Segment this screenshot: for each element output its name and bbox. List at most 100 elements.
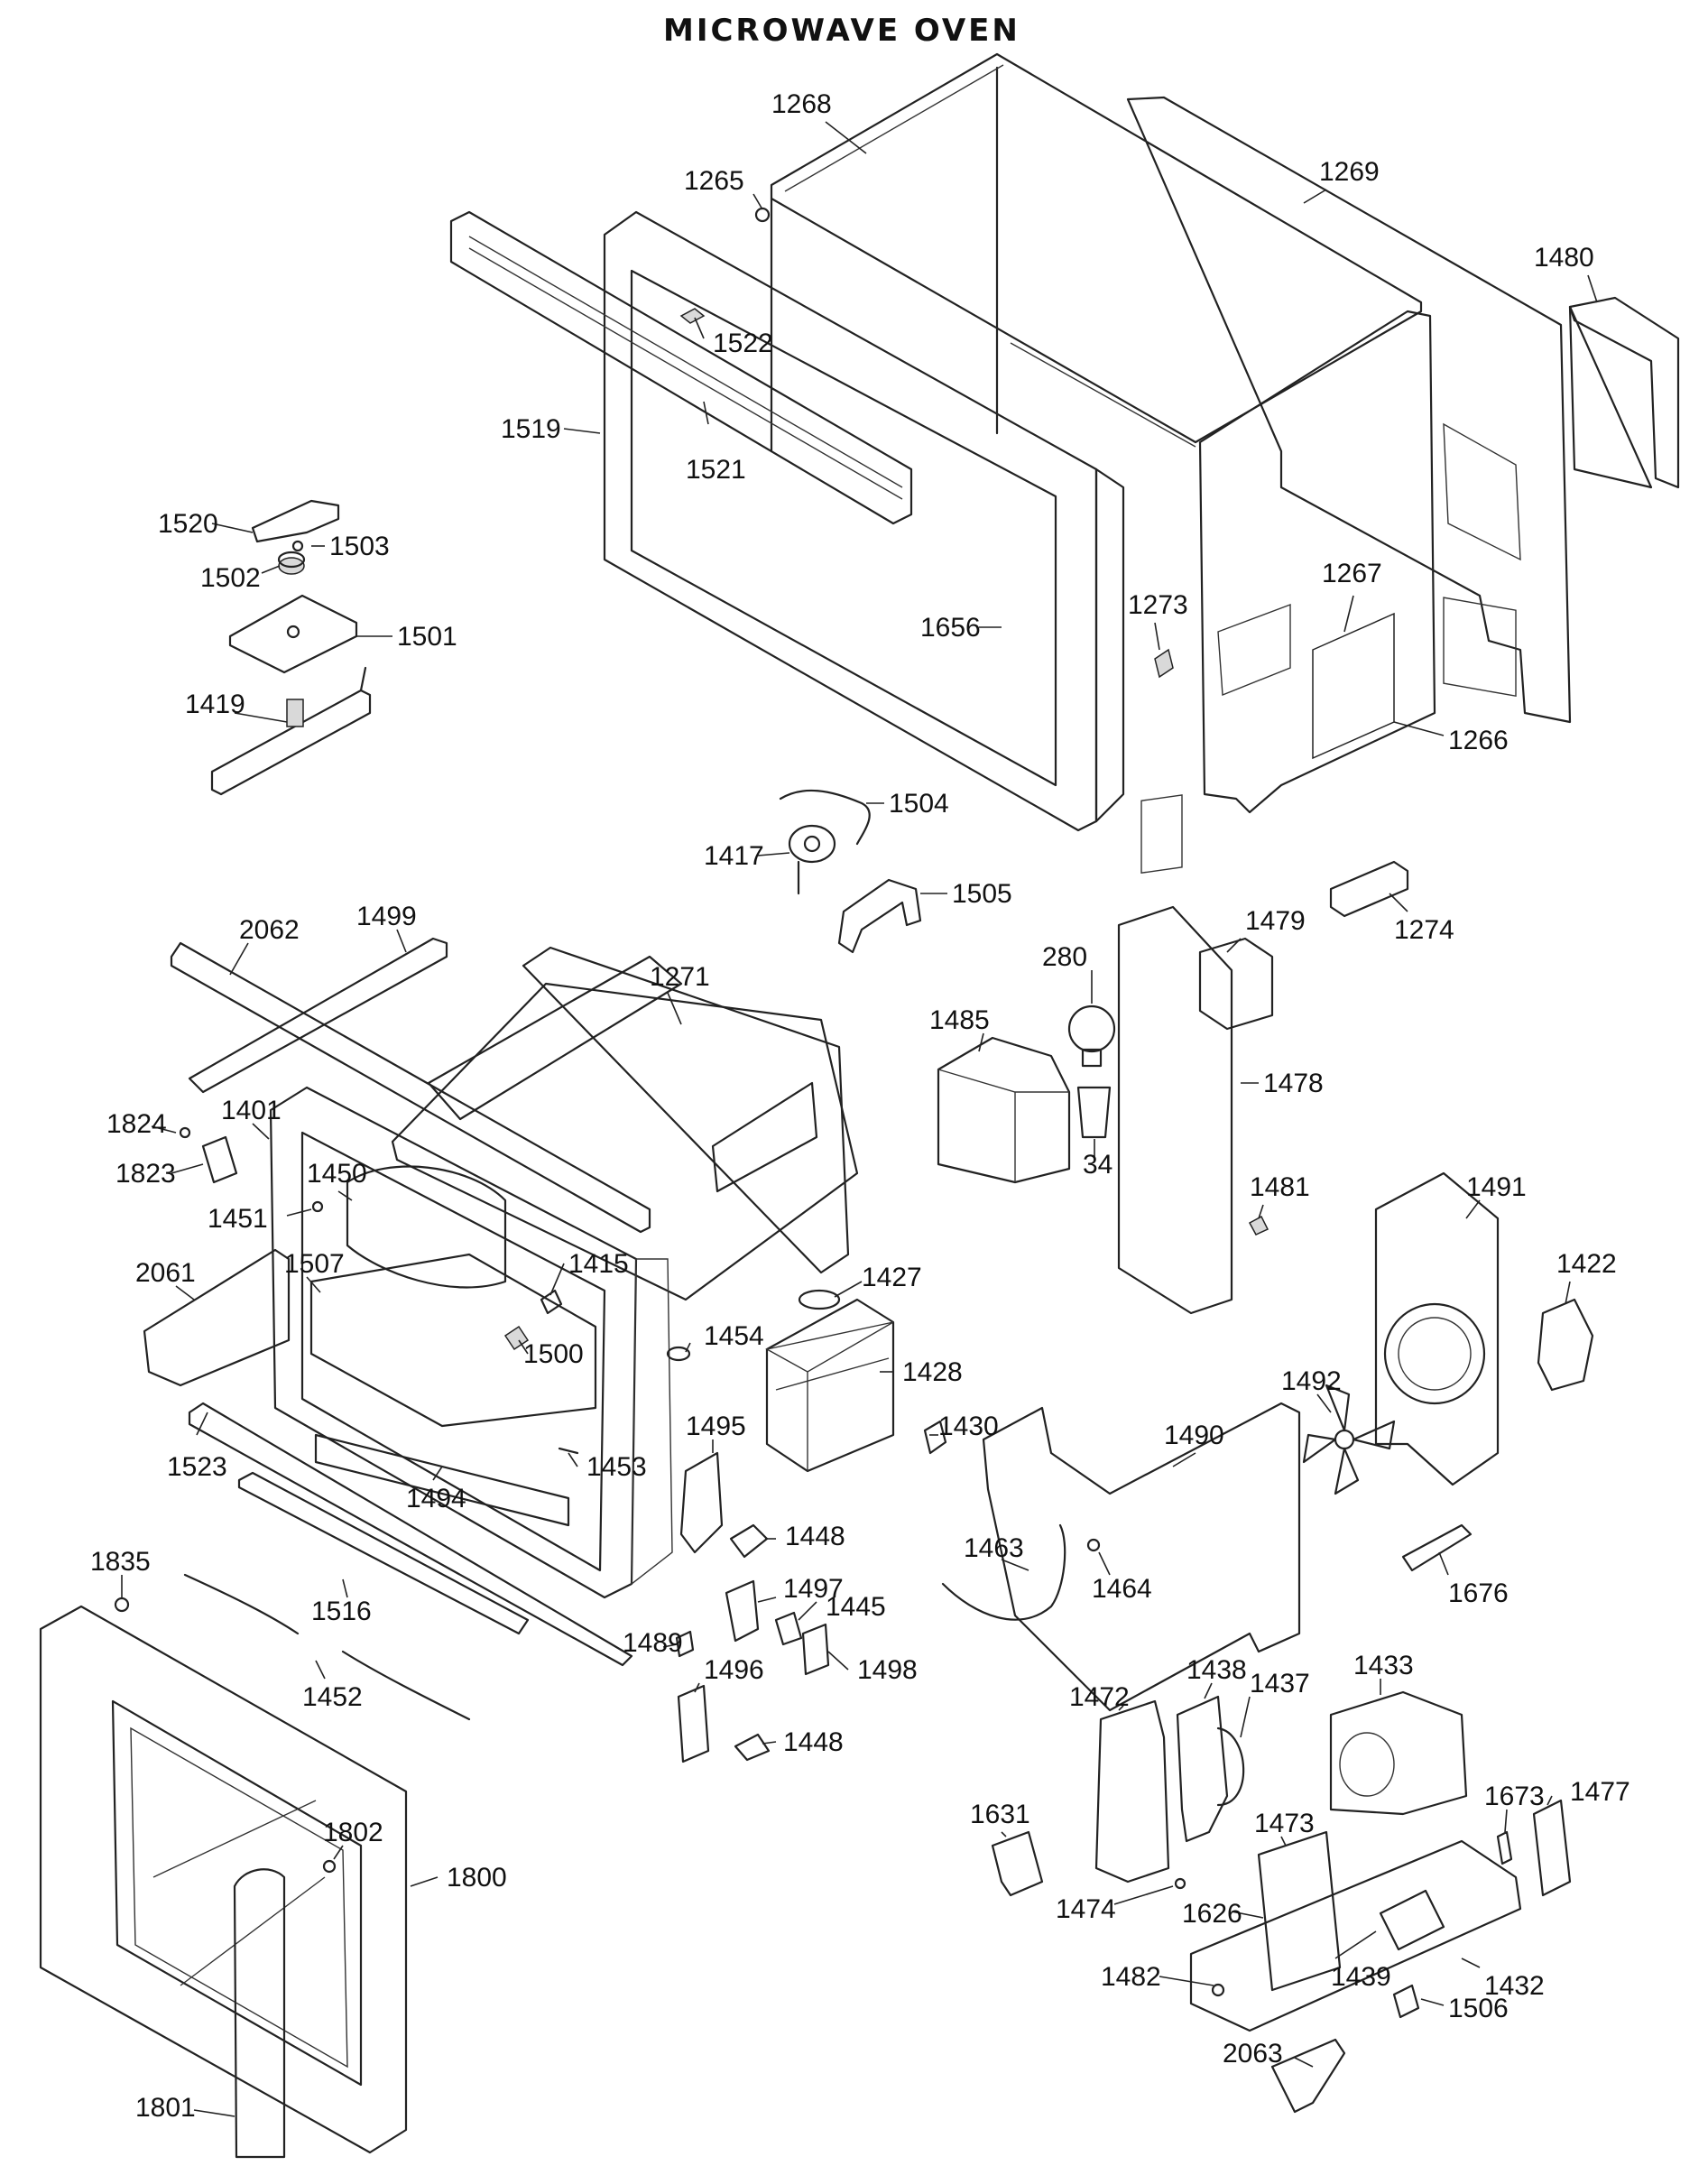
label-1673: 1673: [1484, 1782, 1545, 1811]
label-2062: 2062: [239, 915, 300, 945]
block-1274: [1329, 860, 1409, 918]
plate-1823: [201, 1135, 238, 1184]
label-1453: 1453: [586, 1452, 647, 1482]
harness-1452: [183, 1573, 471, 1721]
label-1427: 1427: [862, 1263, 922, 1292]
label-1438: 1438: [1186, 1655, 1247, 1685]
label-1415: 1415: [568, 1249, 629, 1279]
side-panel-1269: [1126, 96, 1572, 724]
label-1448a: 1448: [785, 1522, 845, 1551]
label-1473: 1473: [1254, 1809, 1315, 1838]
bracket-1480: [1568, 296, 1680, 489]
bracket-1437: [1216, 1726, 1245, 1807]
label-1433: 1433: [1353, 1651, 1414, 1680]
label-1498: 1498: [857, 1655, 918, 1685]
fuse-1673: [1496, 1830, 1513, 1865]
grille-1521: [449, 210, 913, 525]
clip-1273: [1154, 648, 1174, 679]
sensor-1454: [666, 1346, 691, 1362]
label-1265: 1265: [684, 166, 744, 196]
door-handle-1801: [233, 1868, 286, 2159]
tray-1507: [309, 1253, 597, 1428]
label-1463: 1463: [964, 1533, 1024, 1563]
harness-1463: [941, 1523, 1066, 1621]
label-1430: 1430: [938, 1412, 999, 1441]
clip-1506: [1392, 1984, 1420, 2019]
label-1464: 1464: [1092, 1574, 1152, 1604]
label-1506: 1506: [1448, 1994, 1509, 2023]
part-labels: 1268 1265 1269 1480 1522 1519 1521 1520 …: [90, 89, 1630, 2123]
label-1422: 1422: [1556, 1249, 1617, 1279]
label-1800: 1800: [447, 1863, 507, 1893]
shelf-1494: [314, 1433, 570, 1527]
board-1473: [1257, 1830, 1342, 1992]
label-1507: 1507: [284, 1249, 345, 1279]
label-1271: 1271: [650, 962, 710, 992]
label-1495: 1495: [686, 1412, 746, 1441]
plate-1501: [228, 594, 358, 674]
label-1268: 1268: [771, 89, 832, 119]
label-1499: 1499: [356, 902, 417, 931]
magnetron-1428: [765, 1298, 895, 1473]
label-1496: 1496: [704, 1655, 764, 1685]
base-plate-1432: [1189, 1839, 1522, 2032]
vent-panel-1478: [1117, 794, 1233, 1315]
label-1502: 1502: [200, 563, 261, 593]
switch-1445: [774, 1611, 803, 1646]
bracket-1520: [251, 499, 340, 543]
roller-1502: [277, 551, 306, 575]
label-34: 34: [1083, 1150, 1113, 1180]
label-1492: 1492: [1281, 1366, 1342, 1396]
label-1516: 1516: [311, 1597, 372, 1626]
label-1478: 1478: [1263, 1069, 1324, 1098]
label-1631: 1631: [970, 1800, 1030, 1829]
label-1501: 1501: [397, 622, 457, 652]
bracket-1495: [679, 1451, 724, 1554]
screw-1464: [1086, 1538, 1101, 1552]
transformer-1433: [1329, 1690, 1468, 1816]
label-1481: 1481: [1250, 1172, 1310, 1202]
label-1452: 1452: [302, 1682, 363, 1712]
bracket-1477: [1532, 1799, 1572, 1897]
fuse-1430: [923, 1420, 947, 1455]
label-2061: 2061: [135, 1258, 196, 1288]
label-1448b: 1448: [783, 1727, 844, 1757]
label-1521: 1521: [686, 455, 746, 485]
door-1800: [39, 1605, 408, 2154]
screw-1451: [311, 1200, 324, 1213]
label-1489: 1489: [623, 1628, 683, 1658]
screw-1482: [1211, 1983, 1225, 1997]
clip-1481: [1248, 1215, 1269, 1236]
outer-cabinet-1268: [770, 52, 1423, 453]
capacitor-1438: [1176, 1695, 1229, 1843]
label-1419: 1419: [185, 690, 245, 719]
cap-1835: [114, 1597, 130, 1613]
latch-1802: [322, 1859, 337, 1874]
label-1523: 1523: [167, 1452, 227, 1482]
label-1480: 1480: [1534, 243, 1594, 273]
duct-1439: [1379, 1889, 1445, 1951]
wire-1453: [558, 1447, 579, 1455]
label-1439: 1439: [1331, 1962, 1391, 1992]
label-1267: 1267: [1322, 559, 1382, 588]
label-1802: 1802: [323, 1818, 383, 1847]
label-1454: 1454: [704, 1321, 764, 1351]
rail-1523: [188, 1402, 633, 1667]
label-1823: 1823: [115, 1159, 176, 1189]
label-1491: 1491: [1466, 1172, 1527, 1202]
label-1451: 1451: [208, 1204, 268, 1234]
bracket-1505: [837, 878, 922, 954]
stirrer-motor-1417: [788, 824, 836, 895]
washer-1503: [291, 540, 304, 552]
switch-1448-upper: [729, 1523, 769, 1559]
label-2063: 2063: [1223, 2039, 1283, 2069]
label-1401: 1401: [221, 1096, 282, 1125]
plate-1479: [1198, 937, 1274, 1031]
belt-1504: [779, 789, 871, 846]
socket-34: [1076, 1086, 1112, 1139]
label-1505: 1505: [952, 879, 1012, 909]
rail-1499: [188, 937, 448, 1094]
label-1432: 1432: [1484, 1971, 1545, 2001]
plate-2061: [143, 1248, 291, 1387]
